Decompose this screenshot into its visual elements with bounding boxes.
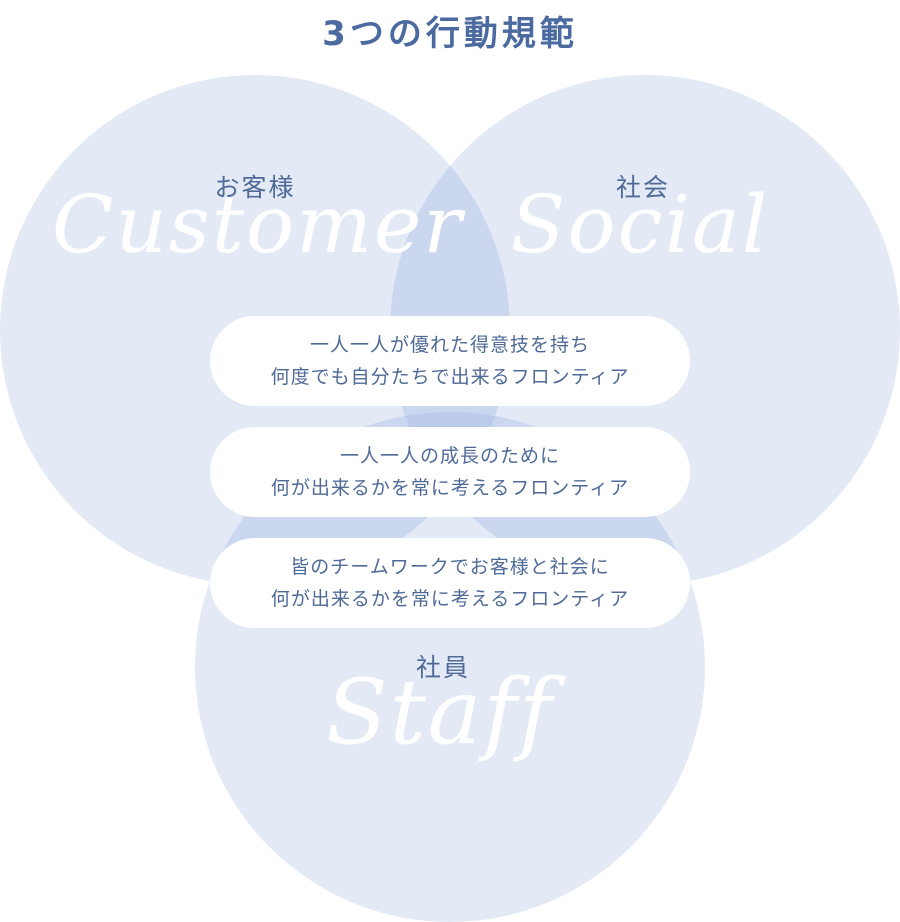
- statement-3: 皆のチームワークでお客様と社会に 何が出来るかを常に考えるフロンティア: [210, 538, 690, 628]
- statement-2-line1: 一人一人の成長のために: [339, 445, 560, 467]
- statement-2-line2: 何が出来るかを常に考えるフロンティア: [270, 477, 630, 499]
- statement-1: 一人一人が優れた得意技を持ち 何度でも自分たちで出来るフロンティア: [210, 316, 690, 406]
- page-title: 3つの行動規範: [322, 14, 578, 54]
- script-customer: Customer: [52, 178, 464, 271]
- label-customer: お客様: [214, 173, 296, 202]
- statement-1-line1: 一人一人が優れた得意技を持ち: [309, 334, 590, 356]
- script-social: Social: [510, 178, 770, 271]
- statement-3-line1: 皆のチームワークでお客様と社会に: [290, 556, 610, 578]
- script-staff: Staff: [325, 660, 555, 765]
- label-staff: 社員: [415, 653, 470, 682]
- label-social: 社会: [615, 173, 670, 202]
- statement-1-line2: 何度でも自分たちで出来るフロンティア: [270, 366, 630, 388]
- statement-3-line2: 何が出来るかを常に考えるフロンティア: [270, 588, 630, 610]
- statement-2: 一人一人の成長のために 何が出来るかを常に考えるフロンティア: [210, 427, 690, 517]
